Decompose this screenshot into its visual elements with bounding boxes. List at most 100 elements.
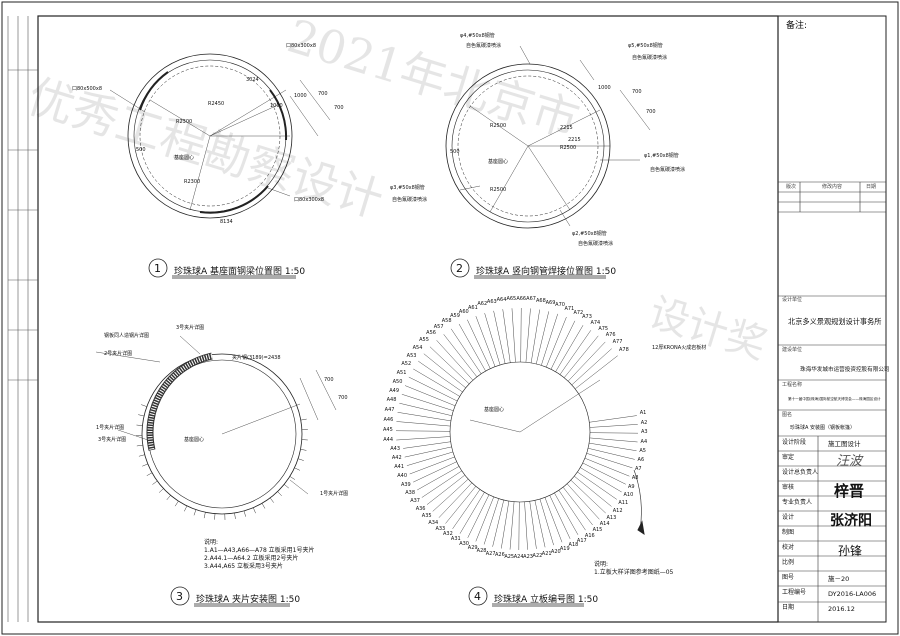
view4-plate bbox=[484, 313, 501, 365]
view4-plate bbox=[555, 325, 584, 372]
view4-plate bbox=[475, 316, 496, 367]
view4-plate bbox=[564, 335, 599, 378]
view4-plate bbox=[524, 501, 528, 550]
view4-plate bbox=[450, 328, 482, 374]
view4-plate-label: A5 bbox=[639, 448, 646, 455]
view4-plate bbox=[432, 478, 469, 512]
view2-label: 自色氟碳漆喷涂 bbox=[632, 55, 668, 61]
view3-ticks bbox=[136, 404, 308, 520]
view4-plate bbox=[549, 495, 571, 539]
view3-notes-title: 说明: bbox=[204, 539, 219, 546]
tb-row-label: 比例 bbox=[782, 559, 795, 566]
view4-plate bbox=[558, 490, 586, 531]
view2-label: 700 bbox=[646, 109, 656, 115]
view4-plate bbox=[418, 360, 463, 393]
view4-plate-label: A2 bbox=[640, 419, 648, 426]
view4-plate-label: A43 bbox=[390, 445, 401, 452]
view4-plate-label: A1 bbox=[639, 410, 647, 417]
view4-plate bbox=[417, 466, 460, 491]
view4-plate-label: A12 bbox=[612, 507, 623, 514]
design-unit: 北京多义景观规划设计事务所 bbox=[788, 317, 882, 326]
view4-plate bbox=[534, 500, 546, 548]
view4-plate bbox=[426, 474, 465, 505]
tb-row-label: 制图 bbox=[782, 529, 795, 536]
view4-plate bbox=[567, 341, 606, 382]
view4-plate bbox=[589, 424, 638, 428]
view4-plate-label: A48 bbox=[386, 397, 397, 404]
view1-label: 口80x500x8 bbox=[72, 86, 103, 92]
view4-plate-label: A13 bbox=[606, 514, 617, 521]
view4-leader-label: 12厚KRONA火成岩板材 bbox=[652, 345, 707, 351]
view4-plate bbox=[509, 501, 515, 550]
view3-label: 1号夹片详图 bbox=[320, 491, 349, 497]
view4-plate-label: A66 bbox=[516, 296, 527, 302]
view1-label: 3024 bbox=[246, 77, 259, 83]
view4-plate bbox=[525, 308, 531, 363]
view4-plate-label: A31 bbox=[450, 536, 461, 543]
view4-plate-label: A74 bbox=[590, 319, 601, 326]
view3-tick bbox=[146, 472, 153, 476]
view4-plate-label: A41 bbox=[394, 463, 405, 470]
view4-plate bbox=[396, 421, 451, 427]
view4-plate bbox=[544, 497, 563, 543]
tb-row-label: 审核 bbox=[782, 484, 795, 491]
rev-header-0: 版次 bbox=[786, 184, 797, 190]
project-label: 工程名称 bbox=[782, 382, 803, 388]
view1-number: 1 bbox=[154, 262, 161, 275]
tb-row-label: 专业负责人 bbox=[782, 499, 813, 506]
view4-plate bbox=[582, 462, 626, 485]
view4-plate bbox=[406, 451, 453, 466]
view4-plate bbox=[559, 330, 592, 375]
view4-plate-label: A18 bbox=[568, 542, 579, 549]
view4-plate-label: A33 bbox=[435, 525, 446, 532]
view4-plate bbox=[536, 311, 550, 364]
view2-label: φ3,#50x8钢管 bbox=[390, 185, 425, 191]
view4-plate bbox=[577, 471, 617, 500]
view3-caption: 珍珠球A 夹片安装图 1:50 bbox=[196, 595, 301, 605]
view4-notes-title: 说明: bbox=[594, 561, 609, 568]
view4-plate-label: A58 bbox=[441, 318, 452, 325]
tb-row-value: 施工图设计 bbox=[828, 440, 861, 448]
view4-plate-label: A3 bbox=[640, 429, 648, 436]
view4-plate-label: A64 bbox=[496, 297, 507, 304]
view4-plate-label: A38 bbox=[405, 489, 416, 496]
view4-plate-label: A27 bbox=[485, 550, 496, 557]
view4-plate bbox=[404, 446, 452, 458]
view4-plate bbox=[562, 487, 593, 526]
client-label: 建设单位 bbox=[782, 347, 803, 353]
view3-tick bbox=[300, 418, 307, 421]
view3-tick bbox=[203, 512, 206, 519]
view3-tick bbox=[142, 463, 148, 467]
view4-plate bbox=[574, 476, 612, 507]
view2-label: 2215 bbox=[568, 137, 581, 143]
view4-plate-label: A70 bbox=[555, 302, 565, 309]
view4-core bbox=[449, 361, 645, 536]
view4-plate-label: A68 bbox=[535, 297, 546, 304]
view3-label: 700 bbox=[338, 395, 348, 401]
view3-tick bbox=[184, 505, 188, 512]
view4-plate bbox=[566, 483, 600, 520]
view3-tick bbox=[300, 449, 307, 451]
view4-plate bbox=[467, 319, 491, 369]
view4-plate bbox=[443, 334, 478, 377]
view2-label: φ4,#50x8钢管 bbox=[460, 33, 495, 39]
tb-row-value: 2016.12 bbox=[828, 605, 855, 613]
view4-plate-label: A62 bbox=[477, 301, 488, 308]
view3-label: 2号夹片详图 bbox=[104, 351, 133, 357]
view3-label: 700 bbox=[324, 377, 334, 383]
view4-plate bbox=[413, 368, 460, 397]
view4-plate bbox=[571, 348, 612, 386]
view2-label: 700 bbox=[632, 89, 642, 95]
view4-plate bbox=[408, 376, 458, 402]
view4-plate-label: A35 bbox=[421, 512, 432, 519]
view1-caption: 珍珠球A 基座面钢梁位置图 1:50 bbox=[174, 267, 306, 277]
view4-plate bbox=[423, 353, 466, 388]
tb-row-label: 设计阶段 bbox=[782, 439, 807, 446]
view4-plate bbox=[575, 355, 618, 390]
view1-ring bbox=[109, 53, 331, 219]
view4-plate-label: A54 bbox=[412, 344, 423, 351]
drawing-label: 图名 bbox=[782, 412, 793, 418]
signature-2: 梓晋 bbox=[834, 482, 865, 500]
view4-plate-label: A45 bbox=[383, 426, 393, 433]
view3-label: 夹片钢(3189)=2438 bbox=[232, 355, 281, 361]
